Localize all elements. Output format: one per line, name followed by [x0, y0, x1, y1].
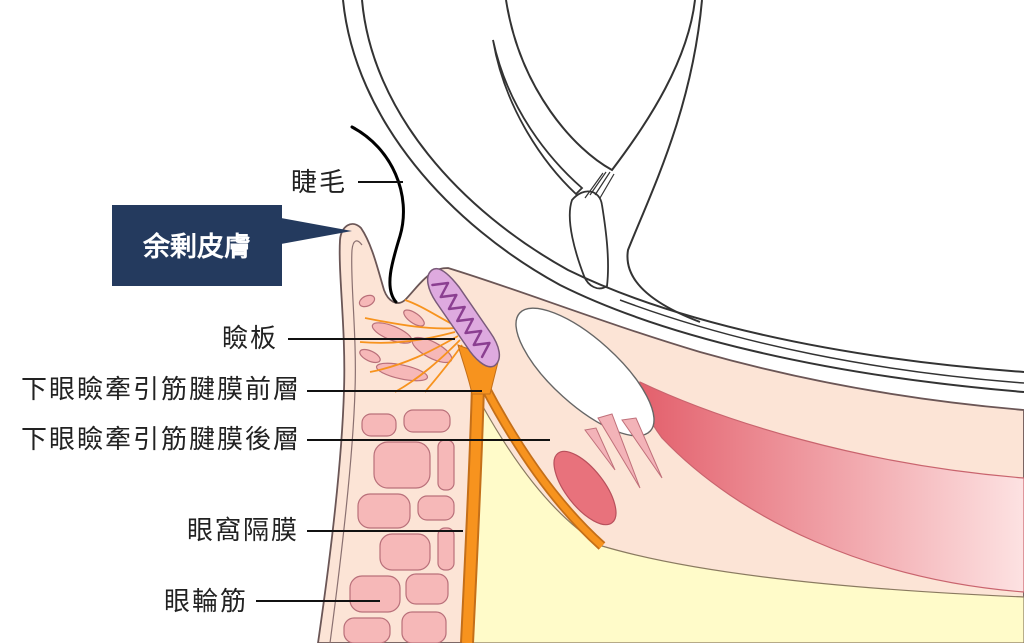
cornea-sclera-outer [342, 0, 1024, 393]
retractor-fibers [359, 299, 463, 393]
zonule-fiber [589, 171, 607, 196]
label-retractor-anterior: 下眼瞼牽引筋腱膜前層 [21, 374, 301, 404]
eyeball [342, 0, 1024, 393]
iris [492, 39, 584, 196]
eyelash [350, 125, 405, 304]
vitreous-boundary [626, 0, 703, 323]
inferior-rectus-muscle [638, 381, 1024, 593]
meibomian-gland [431, 281, 491, 359]
orbicularis-bundle [437, 527, 455, 571]
zonule-fiber [584, 172, 604, 199]
orbicularis-bundle [403, 309, 425, 327]
muscle-bundle-dark [553, 450, 617, 526]
tarsal-plate [426, 267, 501, 368]
zonule-fiber [599, 173, 615, 199]
orbicularis-bundle [357, 493, 411, 529]
orbital-septum [462, 384, 483, 643]
retractor-fiber [404, 299, 453, 325]
label-eyelash: 睫毛 [291, 167, 347, 197]
labels: 睫毛 瞼板 下眼瞼牽引筋腱膜前層 下眼瞼牽引筋腱膜後層 眼窩隔膜 眼輪筋 [21, 167, 347, 616]
orbicularis-bundle [358, 294, 376, 308]
zonule-fibers [584, 171, 615, 199]
orbicularis-bundle [361, 413, 397, 437]
retractor-posterior-layer [481, 383, 605, 549]
label-orbital-septum: 眼窩隔膜 [187, 515, 299, 545]
smooth-muscle-strands [584, 413, 663, 489]
orbicularis-bundle [403, 409, 451, 433]
orbicularis-bundle [417, 495, 455, 521]
retractor-fiber [359, 331, 456, 344]
callout-excess-skin: 余剰皮膚 [112, 205, 352, 286]
label-orbicularis: 眼輪筋 [164, 586, 248, 616]
cornea-sclera-inner [361, 0, 1024, 373]
lens [505, 0, 696, 172]
retractor-fiber [424, 344, 463, 393]
conjunctival-fornix [515, 307, 655, 437]
ciliary-body [568, 190, 609, 290]
dermis-line [329, 240, 363, 643]
orbicularis-bundle [401, 611, 447, 643]
orbicularis-bundle [405, 573, 449, 605]
orbicularis-bundle [343, 617, 391, 643]
callout-label: 余剰皮膚 [142, 231, 251, 263]
smooth-muscle-strand [597, 413, 641, 489]
retractor-fiber [369, 335, 459, 373]
retina-line [619, 299, 1024, 384]
label-tarsal-plate: 瞼板 [222, 323, 278, 353]
callout-pointer [281, 218, 352, 244]
orbicularis-bundle [373, 441, 431, 489]
orbicularis-bundle [437, 439, 455, 491]
smooth-muscle-strand [584, 427, 616, 471]
leader-lines [256, 181, 550, 602]
smooth-muscle-strand [621, 417, 663, 479]
orbicularis-bundle [349, 575, 401, 613]
label-retractor-posterior: 下眼瞼牽引筋腱膜後層 [21, 424, 301, 454]
callout-box [112, 205, 282, 286]
retractor-fiber [394, 339, 461, 393]
zonule-fiber [594, 171, 611, 196]
orbicularis-bundle [379, 533, 431, 571]
orbicularis-bundle [359, 348, 381, 364]
retractor-fiber [364, 317, 456, 330]
